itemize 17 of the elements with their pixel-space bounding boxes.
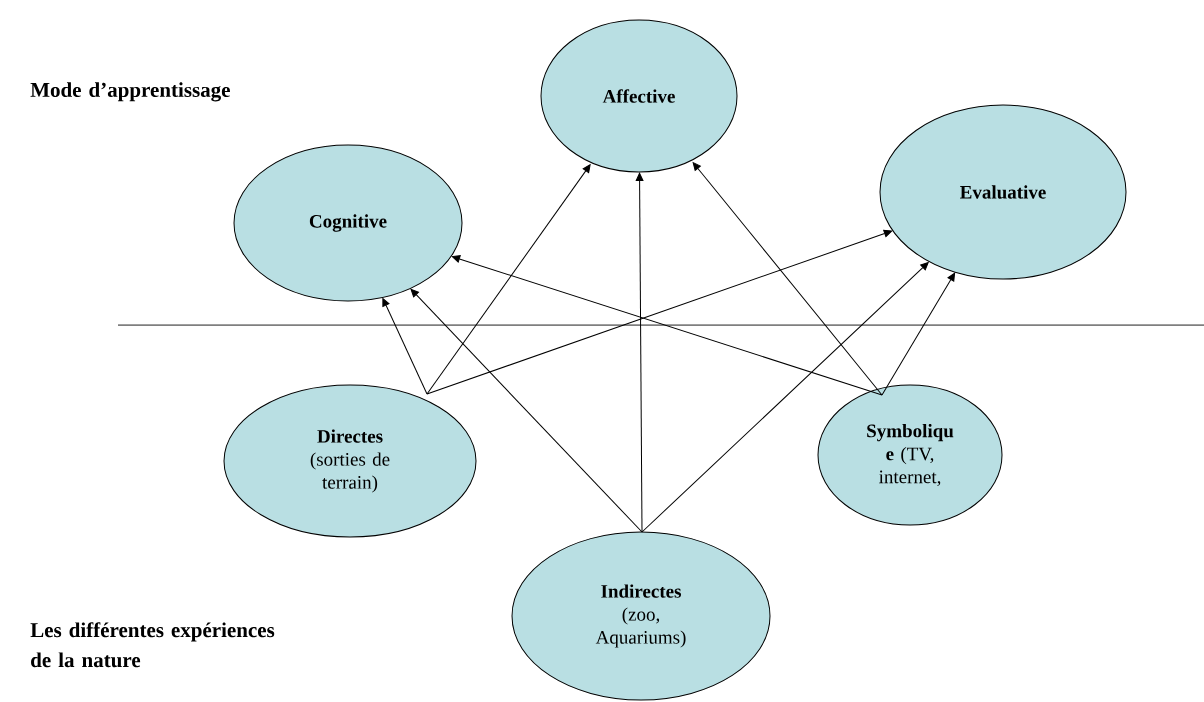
arrow (410, 288, 643, 533)
ellipse-node: Affective (540, 19, 738, 173)
ellipse-node: Evaluative (879, 104, 1127, 280)
arrow (692, 162, 883, 396)
ellipse-node: Directes (sorties de terrain) (223, 384, 477, 538)
ellipse-node: Symboliqu e (TV, internet, (817, 384, 1003, 526)
ellipse-node: Indirectes (zoo, Aquariums) (511, 531, 771, 701)
arrow (635, 172, 644, 533)
arrow (641, 261, 929, 533)
arrow (451, 255, 883, 396)
side-label: Les différentes expériences de la nature (30, 622, 275, 668)
arrow (881, 272, 956, 396)
side-label: Mode d’apprentissage (30, 82, 230, 102)
arrow (426, 229, 893, 395)
ellipse-node: Cognitive (233, 144, 463, 302)
arrow (382, 298, 428, 395)
arrow (426, 164, 591, 395)
